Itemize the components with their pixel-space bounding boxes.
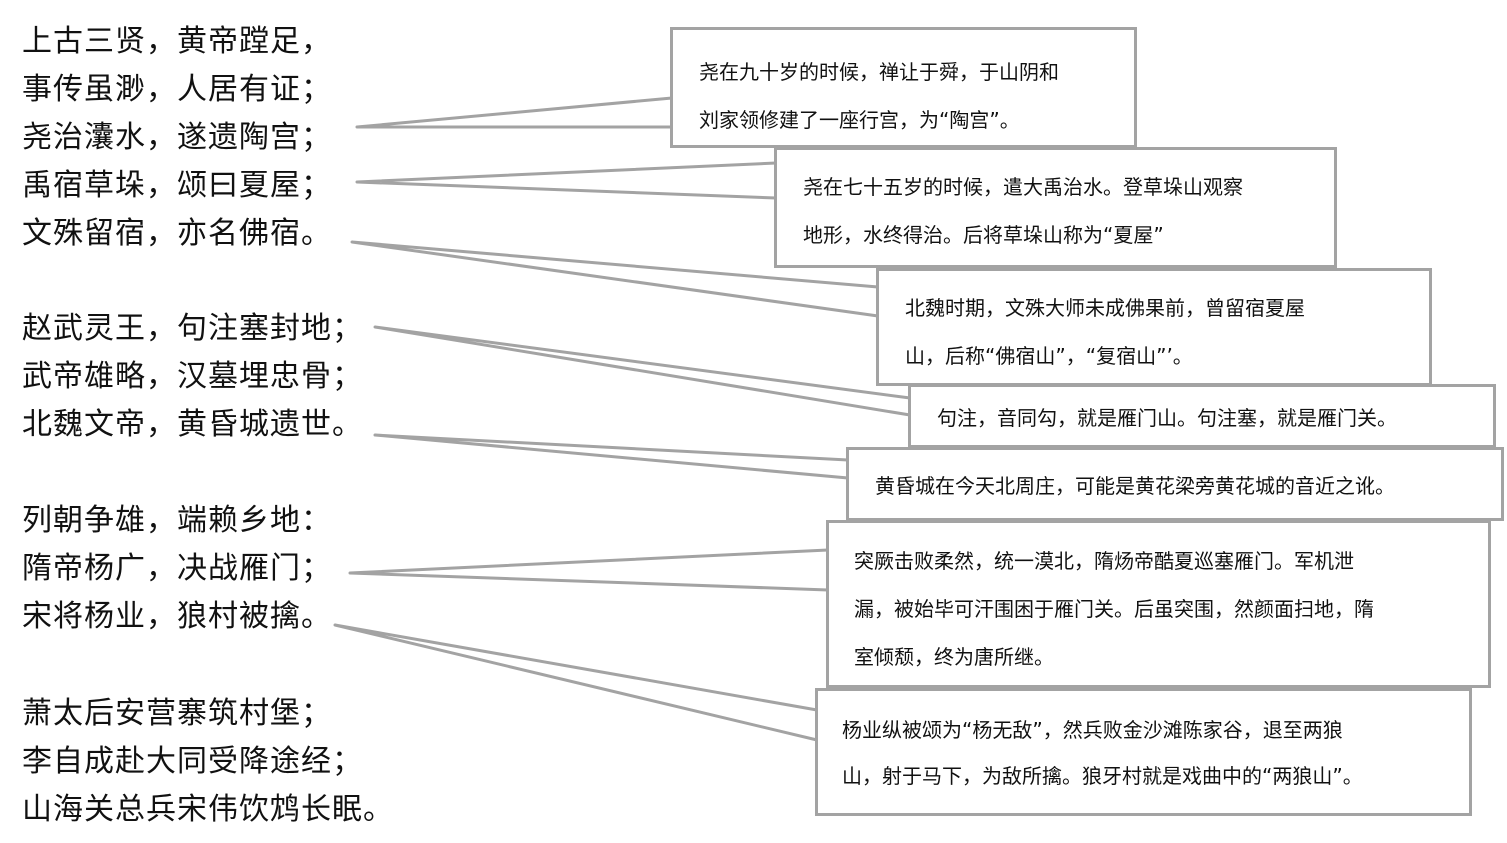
poem-line: 赵武灵王，句注塞封地；	[22, 311, 363, 346]
poem-line: 隋帝杨广，决战雁门；	[22, 551, 332, 586]
note-line: 杨业纵被颂为“杨无敌”，然兵败金沙滩陈家谷，退至两狼	[842, 718, 1343, 742]
note-foxiu: 北魏时期，文殊大师未成佛果前，曾留宿夏屋 山，后称“佛宿山”，“复宿山”’。	[876, 268, 1432, 386]
poem-line: 李自成赴大同受降途经；	[22, 744, 363, 779]
note-line: 尧在七十五岁的时候，遣大禹治水。登草垛山观察	[803, 175, 1243, 199]
note-line: 句注，音同勾，就是雁门山。句注塞，就是雁门关。	[937, 406, 1397, 430]
poem-line: 尧治灢水，遂遗陶宫；	[22, 120, 332, 155]
poem-line: 山海关总兵宋伟饮鸩长眠。	[22, 792, 394, 827]
connector-gouzhu	[373, 325, 912, 417]
note-line: 地形，水终得治。后将草垛山称为“夏屋”	[803, 223, 1164, 247]
connector-xiawu	[355, 161, 778, 200]
note-langcun: 杨业纵被颂为“杨无敌”，然兵败金沙滩陈家谷，退至两狼 山，射于马下，为敌所擒。狼…	[815, 688, 1472, 816]
note-line: 尧在九十岁的时候，禅让于舜，于山阴和	[699, 60, 1059, 84]
connector-yao-palace	[355, 96, 674, 129]
note-yanmen: 突厥击败柔然，统一漠北，隋炀帝酷夏巡塞雁门。军机泄 漏，被始毕可汗围困于雁门关。…	[826, 520, 1491, 688]
poem-stanza-4: 萧太后安营寨筑村堡； 李自成赴大同受降途经； 山海关总兵宋伟饮鸩长眠。	[22, 690, 394, 834]
note-line: 山，后称“佛宿山”，“复宿山”’。	[905, 344, 1193, 368]
note-huanghun: 黄昏城在今天北周庄，可能是黄花梁旁黄花城的音近之讹。	[846, 447, 1504, 521]
poem-line: 文殊留宿，亦名佛宿。	[22, 216, 332, 251]
note-line: 室倾颓，终为唐所继。	[854, 645, 1054, 669]
note-line: 漏，被始毕可汗围困于雁门关。后虽突围，然颜面扫地，隋	[854, 597, 1374, 621]
poem-line: 上古三贤，黄帝蹚足，	[22, 24, 332, 59]
poem-line: 宋将杨业，狼村被擒。	[22, 599, 332, 634]
note-line: 北魏时期，文殊大师未成佛果前，曾留宿夏屋	[905, 296, 1305, 320]
poem-line: 列朝争雄，端赖乡地：	[22, 503, 332, 538]
note-line: 刘家领修建了一座行宫，为“陶宫”。	[699, 108, 1020, 132]
note-xiawu: 尧在七十五岁的时候，遣大禹治水。登草垛山观察 地形，水终得治。后将草垛山称为“夏…	[774, 147, 1337, 268]
poem-line: 禹宿草垛，颂曰夏屋；	[22, 168, 332, 203]
poem-stanza-3: 列朝争雄，端赖乡地： 隋帝杨广，决战雁门； 宋将杨业，狼村被擒。	[22, 497, 332, 641]
note-line: 黄昏城在今天北周庄，可能是黄花梁旁黄花城的音近之讹。	[875, 474, 1395, 498]
poem-line: 萧太后安营寨筑村堡；	[22, 696, 332, 731]
note-line: 山，射于马下，为敌所擒。狼牙村就是戏曲中的“两狼山”。	[842, 764, 1363, 788]
connector-huanghun	[373, 433, 850, 480]
poem-line: 武帝雄略，汉墓埋忠骨；	[22, 359, 363, 394]
poem-stanza-2: 赵武灵王，句注塞封地； 武帝雄略，汉墓埋忠骨； 北魏文帝，黄昏城遗世。	[22, 305, 363, 449]
connector-yanmen	[348, 548, 830, 592]
poem-stanza-1: 上古三贤，黄帝蹚足， 事传虽渺，人居有证； 尧治灢水，遂遗陶宫； 禹宿草垛，颂曰…	[22, 18, 332, 258]
note-gouzhu: 句注，音同勾，就是雁门山。句注塞，就是雁门关。	[908, 384, 1496, 448]
note-yao-palace: 尧在九十岁的时候，禅让于舜，于山阴和 刘家领修建了一座行宫，为“陶宫”。	[670, 27, 1137, 148]
poem-line: 事传虽渺，人居有证；	[22, 72, 332, 107]
connector-langcun	[333, 623, 819, 742]
note-line: 突厥击败柔然，统一漠北，隋炀帝酷夏巡塞雁门。军机泄	[854, 549, 1354, 573]
poem-line: 北魏文帝，黄昏城遗世。	[22, 407, 363, 442]
